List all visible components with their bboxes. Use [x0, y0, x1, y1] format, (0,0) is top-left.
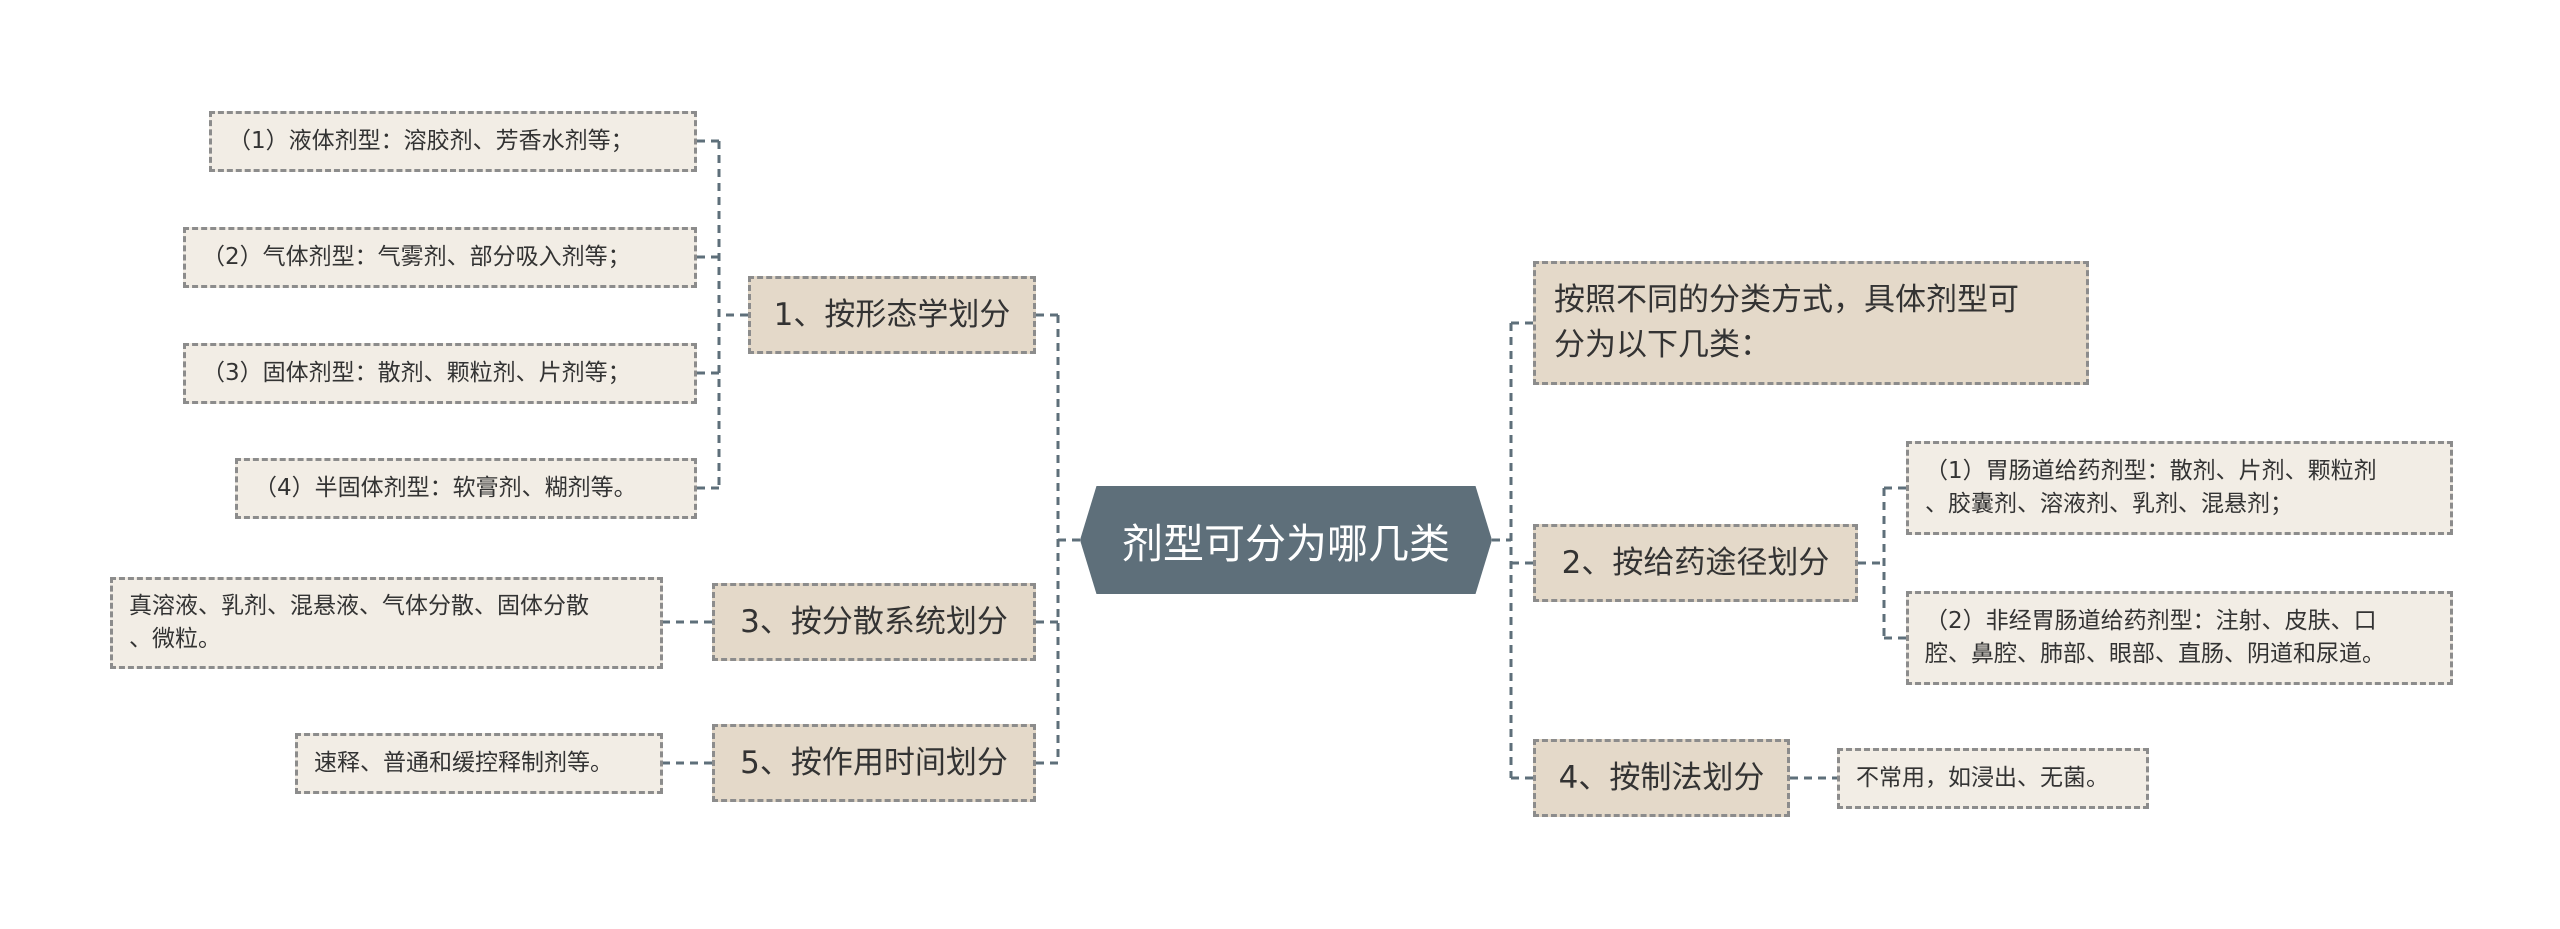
branch-action-time-label: 5、按作用时间划分	[740, 744, 1008, 781]
leaf-release-types-text: 速释、普通和缓控释制剂等。	[314, 749, 613, 776]
leaf-solid-dosage-text: （3）固体剂型：散剂、颗粒剂、片剂等；	[202, 359, 631, 386]
branch-route[interactable]: 2、按给药途径划分	[1533, 524, 1858, 602]
leaf-gas-dosage[interactable]: （2）气体剂型：气雾剂、部分吸入剂等；	[183, 227, 697, 288]
leaf-gi-route-line1: （1）胃肠道给药剂型：散剂、片剂、颗粒剂	[1925, 457, 2377, 484]
leaf-gas-dosage-text: （2）气体剂型：气雾剂、部分吸入剂等；	[202, 243, 631, 270]
leaf-solid-dosage[interactable]: （3）固体剂型：散剂、颗粒剂、片剂等；	[183, 343, 697, 404]
leaf-preparation-types-text: 不常用，如浸出、无菌。	[1856, 764, 2109, 791]
leaf-gi-route-text: （1）胃肠道给药剂型：散剂、片剂、颗粒剂 、胶囊剂、溶液剂、乳剂、混悬剂；	[1925, 455, 2377, 522]
branch-morphology-label: 1、按形态学划分	[773, 296, 1011, 333]
leaf-gi-route[interactable]: （1）胃肠道给药剂型：散剂、片剂、颗粒剂 、胶囊剂、溶液剂、乳剂、混悬剂；	[1906, 441, 2453, 535]
branch-route-label: 2、按给药途径划分	[1561, 544, 1830, 581]
root-topic-label: 剂型可分为哪几类	[1122, 520, 1450, 568]
leaf-liquid-dosage[interactable]: （1）液体剂型：溶胶剂、芳香水剂等；	[209, 111, 697, 172]
leaf-dispersion-line1: 真溶液、乳剂、混悬液、气体分散、固体分散	[129, 592, 589, 619]
leaf-non-gi-route-line1: （2）非经胃肠道给药剂型：注射、皮肤、口	[1925, 607, 2377, 634]
branch-dispersion[interactable]: 3、按分散系统划分	[712, 583, 1036, 661]
leaf-non-gi-route-line2: 腔、鼻腔、肺部、眼部、直肠、阴道和尿道。	[1925, 641, 2385, 667]
branch-preparation[interactable]: 4、按制法划分	[1533, 739, 1790, 817]
leaf-preparation-types[interactable]: 不常用，如浸出、无菌。	[1837, 748, 2149, 809]
leaf-liquid-dosage-text: （1）液体剂型：溶胶剂、芳香水剂等；	[228, 127, 634, 154]
intro-note-line2: 分为以下几类：	[1554, 327, 1771, 363]
intro-note-text: 按照不同的分类方式，具体剂型可 分为以下几类：	[1554, 278, 2019, 368]
leaf-gi-route-line2: 、胶囊剂、溶液剂、乳剂、混悬剂；	[1925, 491, 2293, 517]
leaf-dispersion-line2: 、微粒。	[129, 626, 221, 652]
branch-preparation-label: 4、按制法划分	[1558, 759, 1765, 796]
branch-action-time[interactable]: 5、按作用时间划分	[712, 724, 1036, 802]
leaf-dispersion-types[interactable]: 真溶液、乳剂、混悬液、气体分散、固体分散 、微粒。	[110, 577, 663, 669]
branch-dispersion-label: 3、按分散系统划分	[740, 603, 1008, 640]
leaf-semisolid-dosage-text: （4）半固体剂型：软膏剂、糊剂等。	[254, 474, 637, 501]
leaf-non-gi-route-text: （2）非经胃肠道给药剂型：注射、皮肤、口 腔、鼻腔、肺部、眼部、直肠、阴道和尿道…	[1925, 605, 2385, 672]
leaf-release-types[interactable]: 速释、普通和缓控释制剂等。	[295, 733, 663, 794]
intro-note[interactable]: 按照不同的分类方式，具体剂型可 分为以下几类：	[1533, 261, 2089, 385]
intro-note-line1: 按照不同的分类方式，具体剂型可	[1554, 282, 2019, 319]
leaf-semisolid-dosage[interactable]: （4）半固体剂型：软膏剂、糊剂等。	[235, 458, 697, 519]
leaf-dispersion-text: 真溶液、乳剂、混悬液、气体分散、固体分散 、微粒。	[129, 590, 589, 657]
branch-morphology[interactable]: 1、按形态学划分	[748, 276, 1036, 354]
root-topic[interactable]: 剂型可分为哪几类	[1080, 486, 1492, 594]
leaf-non-gi-route[interactable]: （2）非经胃肠道给药剂型：注射、皮肤、口 腔、鼻腔、肺部、眼部、直肠、阴道和尿道…	[1906, 591, 2453, 685]
